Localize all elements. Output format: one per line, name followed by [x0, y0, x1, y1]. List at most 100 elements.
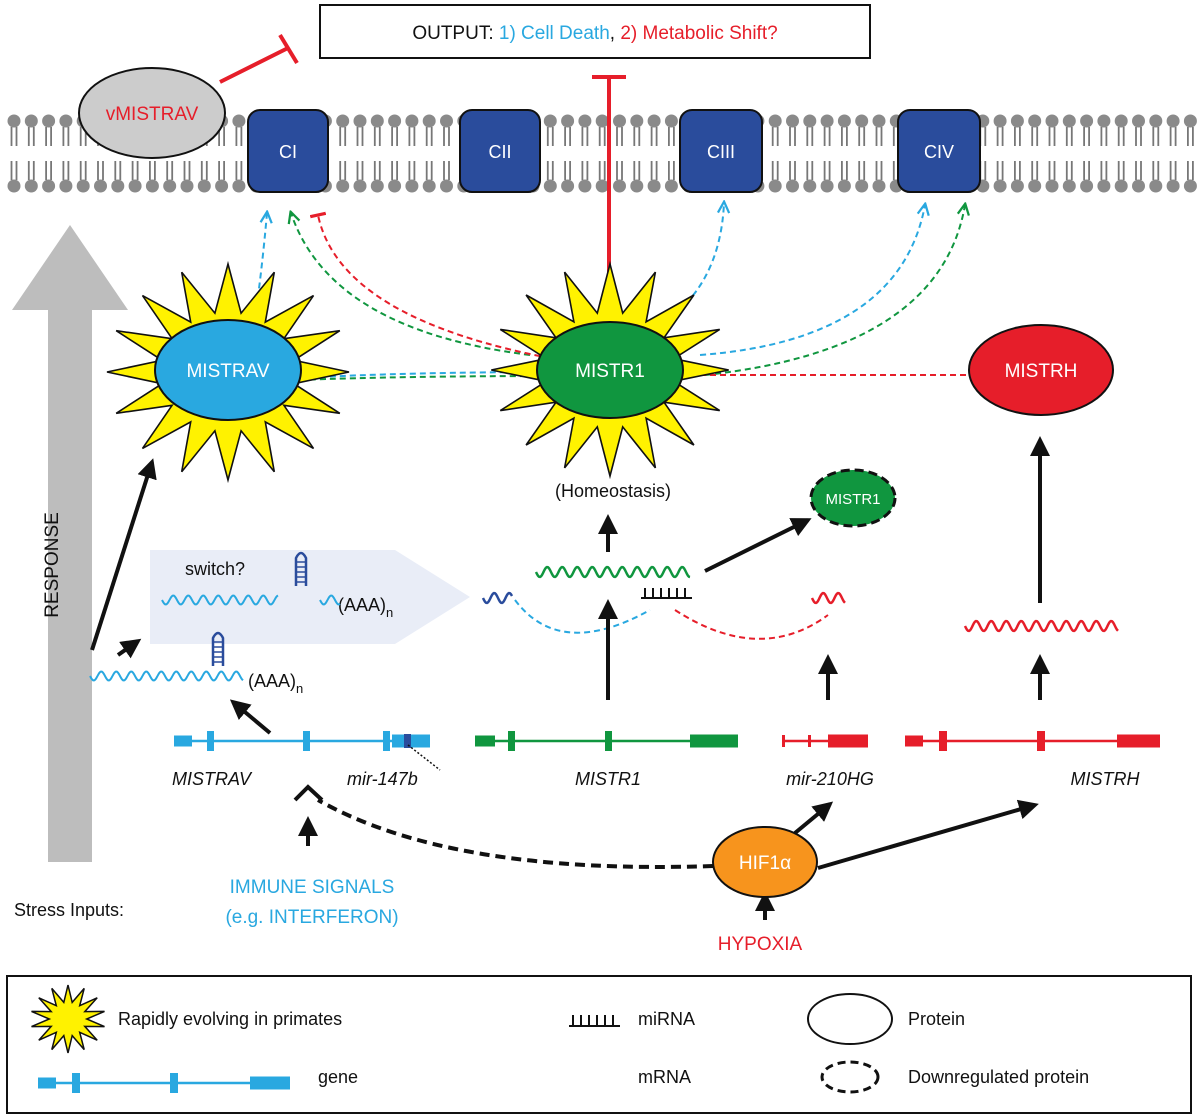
complex-ci: CI — [247, 109, 329, 193]
polya-switch: (AAA)n — [338, 595, 393, 620]
lipid-head — [111, 179, 125, 193]
inhibition-bar — [278, 33, 299, 65]
lipid-tail — [581, 161, 589, 180]
lipid-head — [1080, 114, 1094, 128]
lipid-tail — [373, 161, 381, 180]
lipid-head — [803, 114, 817, 128]
lipid-tail — [45, 161, 52, 180]
vmistrav-label: vMISTRAV — [106, 104, 199, 125]
lipid-tail — [633, 161, 641, 180]
lipid-head — [59, 179, 73, 193]
lipid-tail — [443, 127, 450, 146]
lipid-tail — [391, 127, 398, 146]
gene-mistrav-exon — [207, 731, 214, 751]
immune-signals-label: IMMUNE SIGNALS — [230, 877, 395, 898]
lipid-head — [768, 179, 782, 193]
legend-mirna-label: miRNA — [638, 1009, 695, 1029]
lipid-head — [42, 179, 56, 193]
legend-star-icon — [31, 984, 105, 1054]
legend-gene-exon — [250, 1076, 290, 1090]
vmistrav-protein — [78, 67, 226, 159]
lipid-head — [24, 114, 38, 128]
lipid-tail — [235, 161, 243, 180]
lipid-head — [370, 114, 384, 128]
lipid-head — [163, 179, 177, 193]
lipid-tail — [1135, 161, 1142, 180]
pre-mirna-hairpins — [211, 551, 308, 666]
lipid-head — [215, 179, 229, 193]
lipid-tail — [1169, 161, 1177, 180]
gene-mistrav-exon — [383, 731, 390, 751]
lipid-head — [422, 114, 436, 128]
gene-mistrh-exon — [939, 731, 947, 751]
lipid-head — [1010, 179, 1024, 193]
lipid-head — [820, 114, 834, 128]
lipid-head — [1132, 114, 1145, 128]
mistrav-mrna-wave — [89, 670, 244, 682]
mistr1-downregulated-label: MISTR1 — [825, 491, 880, 508]
lipid-tail — [425, 161, 433, 180]
mistr1-downregulated-protein — [809, 468, 897, 528]
lipid-tail — [650, 127, 658, 146]
stress-inputs-label: Stress Inputs: — [14, 900, 124, 920]
legend-gene-exon — [170, 1073, 178, 1093]
lipid-head — [1097, 114, 1111, 128]
lipid-tail — [1152, 161, 1160, 180]
lipid-tail — [1135, 127, 1142, 146]
switch-arrow — [150, 550, 470, 644]
lipid-tail — [616, 161, 623, 180]
lipid-tail — [1048, 127, 1056, 146]
lipid-head — [1080, 179, 1094, 193]
lipid-tail — [616, 127, 623, 146]
complex-civ: CIV — [897, 109, 981, 193]
hif1a-label: HIF1α — [739, 853, 791, 874]
lipid-head — [336, 114, 350, 128]
gene-mir210hg-exon — [808, 735, 811, 747]
interferon-label: (e.g. INTERFERON) — [225, 907, 398, 928]
lipid-tail — [598, 127, 606, 146]
lipid-tail — [10, 127, 18, 146]
lipid-head — [630, 114, 644, 128]
lipid-tail — [62, 127, 70, 146]
gene-mistrh-label: MISTRH — [1071, 769, 1141, 789]
mistrav-protein-label: MISTRAV — [186, 361, 269, 382]
complex-cii-label: CII — [488, 142, 511, 162]
lipid-head — [837, 179, 851, 193]
lipid-tail — [114, 161, 122, 180]
legend-downregulated-label: Downregulated protein — [908, 1067, 1089, 1087]
gene-mir210hg-exon — [828, 734, 868, 748]
mistrh-protein — [968, 324, 1114, 416]
lipid-head — [786, 179, 799, 193]
legend-gene-exon — [38, 1077, 56, 1089]
gene-mir147b-exon — [404, 734, 411, 748]
lipid-tail — [875, 161, 883, 180]
complex-ciii-label: CIII — [707, 142, 735, 162]
lipid-head — [1149, 179, 1163, 193]
lipid-head — [1183, 114, 1197, 128]
lipid-head — [1062, 114, 1076, 128]
hairpin-loop — [294, 551, 308, 586]
hypoxia-label: HYPOXIA — [718, 934, 803, 955]
lipid-head — [1114, 179, 1128, 193]
lipid-head — [872, 114, 886, 128]
lipid-head — [1028, 114, 1042, 128]
lipid-tail — [27, 161, 35, 180]
lipid-head — [388, 114, 402, 128]
lipid-head — [561, 179, 575, 193]
lipid-head — [595, 179, 609, 193]
lipid-head — [405, 114, 419, 128]
legend-protein-label: Protein — [908, 1009, 965, 1029]
lipid-tail — [841, 127, 848, 146]
lipid-tail — [1187, 127, 1194, 146]
lipid-head — [786, 114, 799, 128]
lipid-tail — [356, 161, 364, 180]
lipid-tail — [10, 161, 18, 180]
legend-downregulated-icon — [820, 1060, 880, 1094]
lipid-tail — [996, 161, 1004, 180]
lipid-tail — [789, 161, 796, 180]
lipid-head — [872, 179, 886, 193]
lipid-head — [1097, 179, 1111, 193]
lipid-tail — [443, 161, 450, 180]
lipid-head — [7, 114, 21, 128]
